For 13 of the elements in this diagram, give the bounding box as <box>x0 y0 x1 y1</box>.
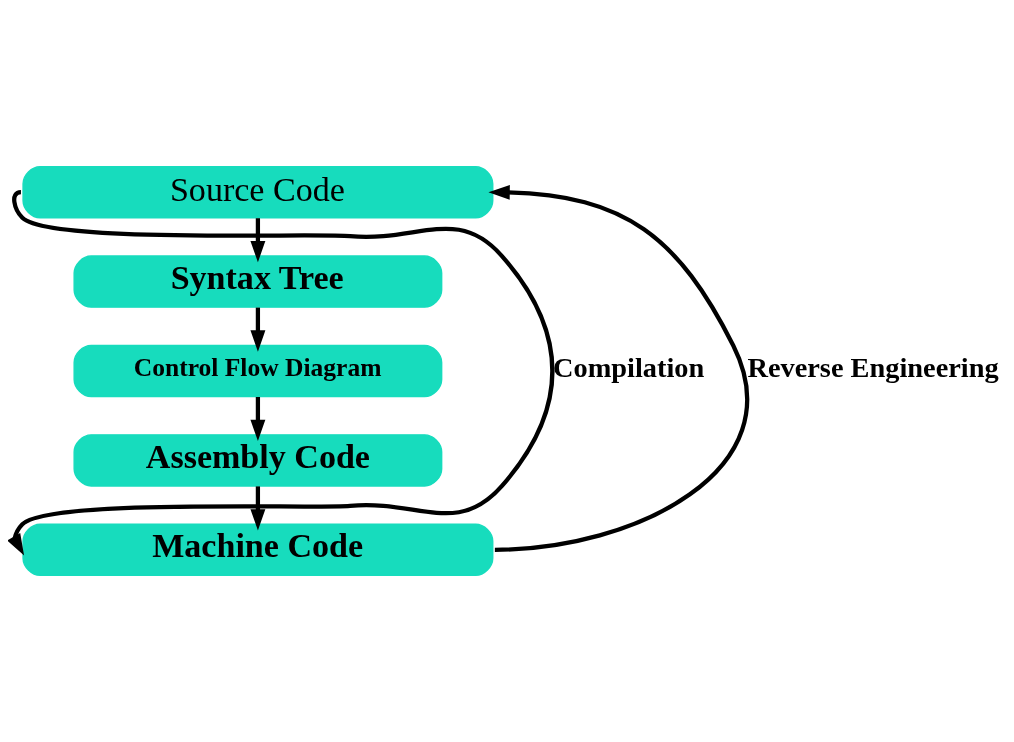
edge-label: Reverse Engineering <box>747 351 999 383</box>
arrow <box>250 218 266 263</box>
node-box: Machine Code <box>22 523 494 577</box>
arrow <box>250 397 266 442</box>
node-box: Syntax Tree <box>73 255 443 308</box>
node-box: Assembly Code <box>73 434 443 487</box>
arrow <box>250 486 266 531</box>
edge-label: Compilation <box>553 351 705 383</box>
arrow <box>8 191 555 556</box>
arrow <box>250 307 266 352</box>
node-box: Source Code <box>22 165 494 219</box>
node-box: Control Flow Diagram <box>73 344 443 398</box>
arrow <box>488 184 750 552</box>
